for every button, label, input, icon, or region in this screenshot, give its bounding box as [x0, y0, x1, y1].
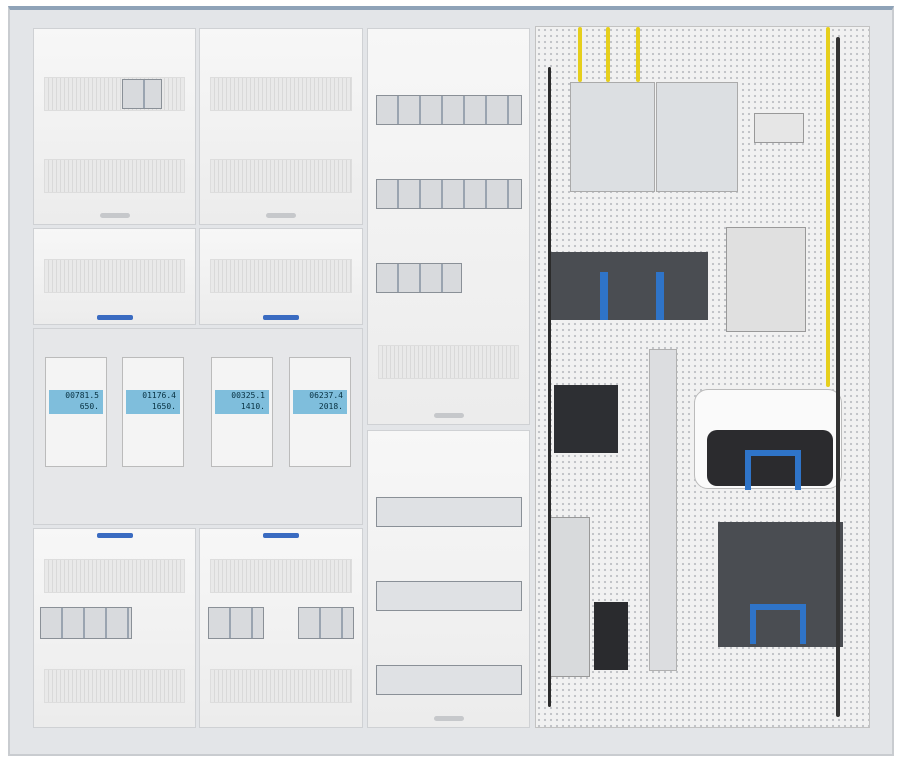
electricity-meter: 00781.5 650. [45, 357, 107, 467]
power-adapter [594, 602, 628, 670]
router [694, 389, 842, 490]
cover-panel [33, 228, 196, 325]
sat-splitter [754, 113, 804, 143]
cover-panel [199, 28, 363, 225]
electricity-meter: 00325.1 1410. [211, 357, 273, 467]
meter-reading: 06237.4 [309, 391, 343, 400]
electricity-meter: 06237.4 2018. [289, 357, 351, 467]
breaker-panel [367, 430, 530, 728]
nas-device [718, 522, 843, 647]
network-switch [548, 252, 708, 320]
breaker-panel [367, 28, 530, 425]
cover-panel [199, 528, 363, 728]
electricity-meter: 01176.4 1650. [122, 357, 184, 467]
power-adapter [554, 385, 618, 453]
meter-reading: 00325.1 [231, 391, 265, 400]
multiswitch [726, 227, 806, 332]
cover-panel [199, 228, 363, 325]
cable-duct [649, 349, 677, 671]
meter-reading: 01176.4 [142, 391, 176, 400]
meter-secondary: 2018. [318, 402, 343, 411]
multimedia-panel [535, 26, 870, 728]
meter-reading: 00781.5 [65, 391, 99, 400]
patch-module [656, 82, 738, 192]
cover-panel [33, 28, 196, 225]
cover-panel [33, 528, 196, 728]
meter-secondary: 1650. [151, 402, 176, 411]
meter-secondary: 650. [79, 402, 99, 411]
power-strip [550, 517, 590, 677]
patch-module [570, 82, 655, 192]
meter-secondary: 1410. [240, 402, 265, 411]
